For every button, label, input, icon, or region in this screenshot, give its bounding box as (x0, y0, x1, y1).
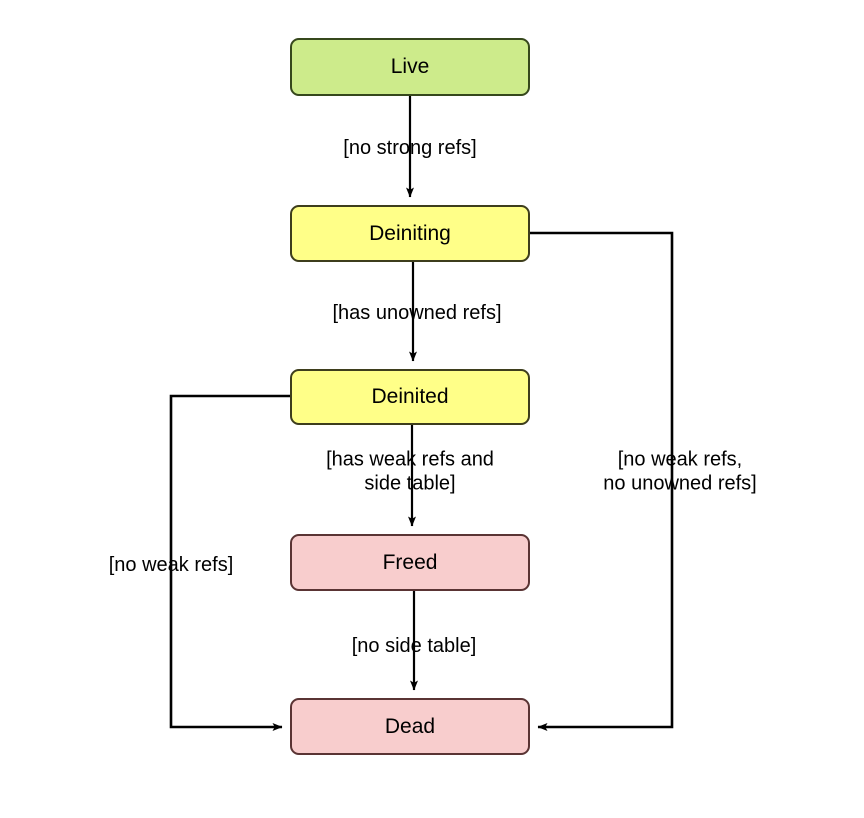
edge-label-has-weak-refs-and-side-table: [has weak refs and side table] (326, 448, 494, 495)
edge-label-no-strong-refs: [no strong refs] (343, 136, 477, 159)
edge-label-no-weak-refs: [no weak refs] (108, 553, 234, 576)
state-label-deiniting: Deiniting (369, 221, 451, 245)
state-node-deinited[interactable]: Deinited (290, 369, 530, 425)
state-node-freed[interactable]: Freed (290, 534, 530, 591)
state-node-dead[interactable]: Dead (290, 698, 530, 755)
edge-label-no-weak-refs-no-unowned-refs: [no weak refs, no unowned refs] (603, 448, 757, 495)
edge-deinited-to-dead (169, 394, 290, 731)
edge-deiniting-to-dead (530, 231, 674, 731)
state-node-deiniting[interactable]: Deiniting (290, 205, 530, 262)
state-label-freed: Freed (382, 550, 438, 574)
state-node-live[interactable]: Live (290, 38, 530, 96)
state-label-deinited: Deinited (371, 385, 449, 408)
edge-label-has-unowned-refs: [has unowned refs] (332, 301, 502, 324)
state-label-live: Live (390, 55, 430, 78)
edge-label-no-side-table: [no side table] (351, 634, 477, 657)
state-label-dead: Dead (384, 714, 436, 738)
